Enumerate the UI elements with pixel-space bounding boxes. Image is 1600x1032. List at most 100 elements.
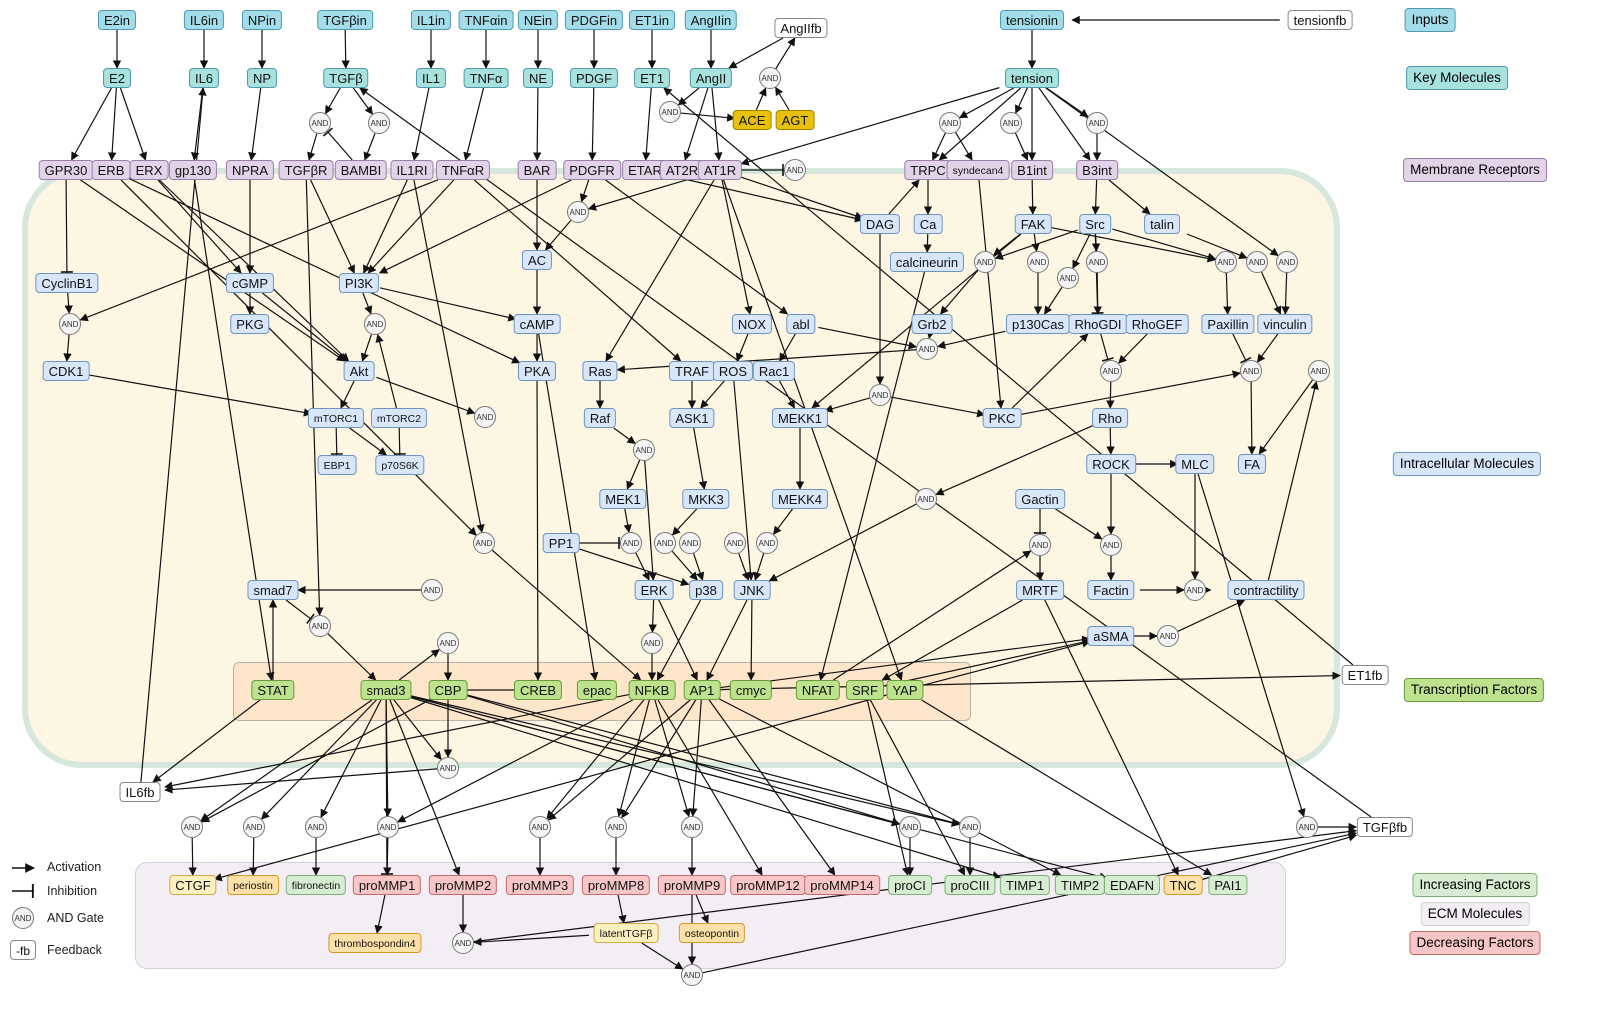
activation-edge — [642, 87, 652, 161]
activation-edge — [1197, 473, 1306, 818]
activation-edge — [1177, 599, 1246, 632]
activation-edge — [360, 334, 373, 362]
activation-edge — [706, 599, 748, 681]
node-il6in: IL6in — [183, 10, 225, 30]
and-gate: AND — [1086, 112, 1108, 134]
activation-edge — [491, 549, 642, 681]
activation-edge — [1050, 226, 1217, 263]
activation-edge — [200, 699, 373, 822]
node-ac: AC — [521, 250, 553, 270]
node-tensionfb: tensionfb — [1287, 10, 1353, 30]
node-bambi: BAMBI — [334, 160, 388, 180]
node-tgfβr: TGFβR — [278, 160, 334, 180]
activation-edge — [410, 695, 901, 827]
activation-edge — [1044, 286, 1063, 315]
activation-edge — [363, 133, 376, 161]
activation-edge — [832, 550, 1032, 681]
node-fak: FAK — [1014, 214, 1052, 234]
and-gate: AND — [364, 313, 386, 335]
node-tgfβfb: TGFβfb — [1356, 817, 1414, 837]
activation-edge — [159, 179, 350, 362]
activation-edge — [538, 333, 599, 681]
node-ras: Ras — [582, 361, 618, 381]
node-timp2: TIMP2 — [1054, 875, 1106, 895]
node-ask1: ASK1 — [669, 408, 715, 428]
node-pdgfr: PDGFR — [563, 160, 621, 180]
activation-edge — [341, 29, 350, 69]
and-gate: AND — [869, 384, 891, 406]
node-il1in: IL1in — [410, 10, 452, 30]
node-ctgf: CTGF — [169, 875, 217, 895]
node-b3int: B3int — [1076, 160, 1118, 180]
activation-edge — [623, 508, 632, 534]
activation-edge — [87, 374, 313, 417]
activation-edge — [588, 87, 597, 161]
node-mek1: MEK1 — [599, 489, 647, 509]
activation-edge — [200, 698, 431, 823]
node-erx: ERX — [129, 160, 169, 180]
node-rac1: Rac1 — [752, 361, 796, 381]
node-nfat: NFAT — [795, 680, 841, 700]
activation-edge — [728, 37, 784, 69]
activation-edge — [921, 699, 1213, 876]
activation-edge — [689, 699, 702, 817]
activation-edge — [616, 349, 917, 374]
activation-edge — [1200, 833, 1358, 881]
node-timp1: TIMP1 — [999, 875, 1051, 895]
activation-edge — [658, 599, 698, 681]
activation-edge — [128, 177, 521, 364]
activation-edge — [936, 330, 1006, 350]
category-ecm: ECM Molecules — [1420, 902, 1530, 926]
node-mkk3: MKK3 — [682, 489, 730, 509]
activation-edge — [1106, 381, 1115, 409]
node-at1r: AT1R — [697, 160, 743, 180]
activation-edge — [473, 179, 682, 362]
legend-and-gate: AND Gate — [47, 911, 104, 925]
activation-edge — [1118, 333, 1148, 364]
inhibition-edge — [330, 427, 343, 456]
activation-edge — [881, 599, 1023, 681]
node-smad3: smad3 — [360, 680, 412, 700]
node-rock: ROCK — [1086, 454, 1136, 474]
node-tnfαr: TNFαR — [435, 160, 491, 180]
node-mekk1: MEKK1 — [771, 408, 829, 428]
activation-edge — [711, 87, 723, 161]
node-osteopontin: osteopontin — [678, 923, 746, 943]
activation-edge — [544, 219, 572, 251]
activation-edge — [1112, 228, 1217, 261]
activation-edge — [410, 695, 961, 827]
node-mekk4: MEKK4 — [771, 489, 829, 509]
inhibition-edge — [380, 699, 393, 876]
activation-edge — [869, 699, 966, 876]
node-at2r: AT2R — [659, 160, 705, 180]
node-tensionin: tensionin — [999, 10, 1065, 30]
legend-feedback: Feedback — [47, 943, 102, 957]
activation-edge — [413, 179, 485, 534]
node-tgfβ: TGFβ — [323, 68, 369, 88]
activation-edge — [362, 292, 373, 315]
and-gate: AND — [474, 406, 496, 428]
activation-edge — [692, 553, 705, 581]
and-gate: AND — [567, 201, 589, 223]
activation-edge — [641, 942, 684, 970]
legend-symbols — [12, 863, 35, 898]
activation-edge — [605, 179, 715, 362]
activation-edge — [779, 380, 795, 409]
activation-edge — [955, 132, 973, 161]
activation-edge — [380, 287, 517, 322]
node-mtorc2: mTORC2 — [370, 408, 428, 428]
activation-edge — [374, 894, 386, 934]
node-traf: TRAF — [669, 361, 715, 381]
and-gate: AND — [681, 816, 703, 838]
activation-edge — [741, 176, 864, 220]
activation-edge — [666, 174, 864, 223]
node-prommp12: proMMP12 — [730, 875, 806, 895]
activation-edge — [775, 37, 796, 69]
node-pdgfin: PDGFin — [564, 10, 624, 30]
activation-edge — [657, 699, 763, 876]
node-erb: ERB — [91, 160, 131, 180]
and-gate: AND — [1215, 251, 1237, 273]
activation-edge — [71, 87, 112, 161]
node-p130cas: p130Cas — [1005, 314, 1071, 334]
activation-edge — [779, 333, 796, 362]
